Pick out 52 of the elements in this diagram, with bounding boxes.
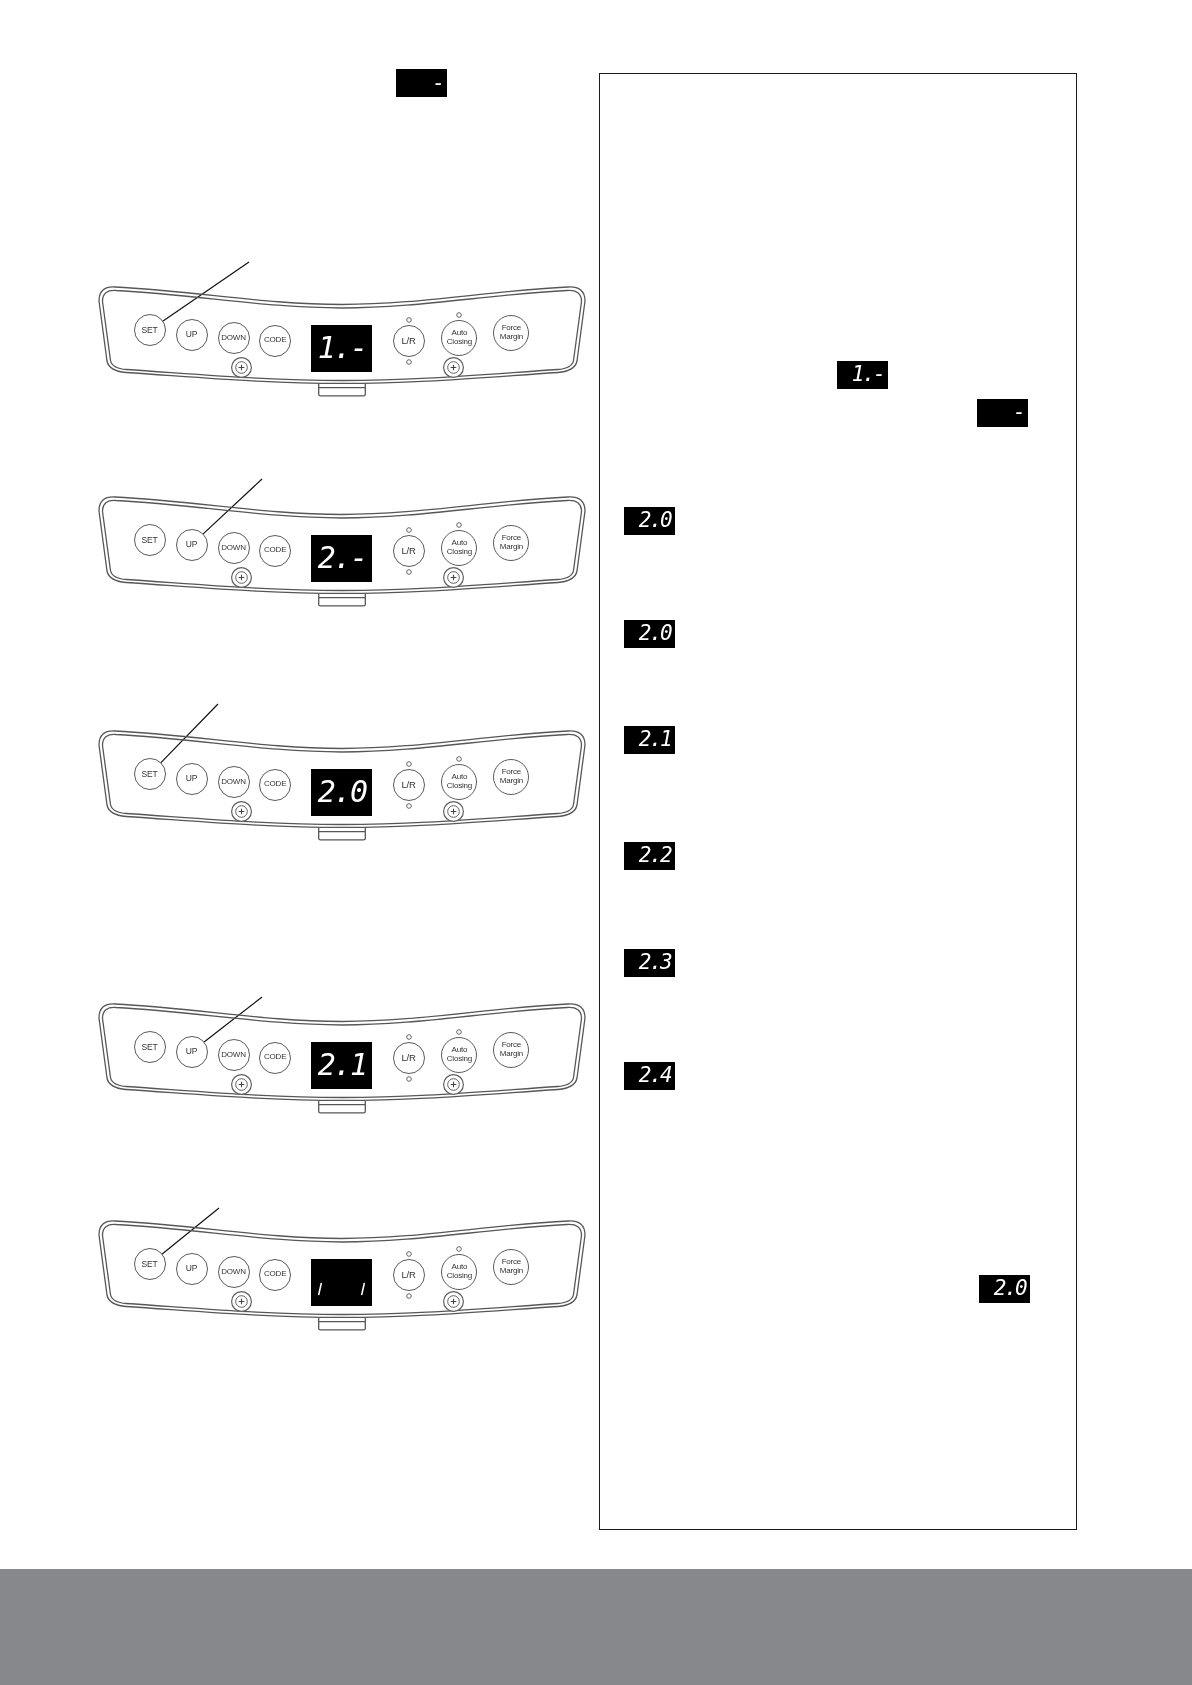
led-display: 2.3 xyxy=(623,948,675,977)
panel-button: Auto Closing xyxy=(441,1253,478,1290)
led-display: 2.0 xyxy=(623,506,675,535)
panel-button: L/R xyxy=(392,324,425,357)
panel-button: SET xyxy=(133,1031,166,1064)
led-display: 1.- xyxy=(836,360,888,389)
panel-button: UP xyxy=(175,1252,208,1285)
panel-button: L/R xyxy=(392,1258,425,1291)
led-display xyxy=(311,1258,373,1306)
panel-button: SET xyxy=(133,758,166,791)
panel-button: CODE xyxy=(259,324,292,357)
panel-button: L/R xyxy=(392,1041,425,1074)
panel-button: UP xyxy=(175,1035,208,1068)
panel-button: Force Margin xyxy=(493,314,530,351)
panel-button: CODE xyxy=(259,534,292,567)
led-display: 2.1 xyxy=(311,1041,373,1089)
led-display: 2.- xyxy=(311,534,373,582)
panel-button: CODE xyxy=(259,1041,292,1074)
panel-button: UP xyxy=(175,528,208,561)
panel-button: L/R xyxy=(392,534,425,567)
panel-button: SET xyxy=(133,314,166,347)
panel-button: Force Margin xyxy=(493,758,530,795)
panel-button: UP xyxy=(175,318,208,351)
panel-button: L/R xyxy=(392,768,425,801)
led-display: 2.0 xyxy=(623,619,675,648)
panel-button: DOWN xyxy=(217,766,250,799)
led-display: - xyxy=(396,69,447,97)
led-display: - xyxy=(976,398,1028,427)
panel-button: Auto Closing xyxy=(441,1036,478,1073)
panel-button: CODE xyxy=(259,768,292,801)
panel-button: DOWN xyxy=(217,1256,250,1289)
panel-button: Auto Closing xyxy=(441,319,478,356)
led-display: 1.- xyxy=(311,324,373,372)
panel-button: Auto Closing xyxy=(441,763,478,800)
panel-button: Force Margin xyxy=(493,524,530,561)
panel-button: DOWN xyxy=(217,1039,250,1072)
panel-button: Force Margin xyxy=(493,1031,530,1068)
panel-button: DOWN xyxy=(217,532,250,565)
led-display: 2.2 xyxy=(623,841,675,870)
led-display: 2.1 xyxy=(623,725,675,754)
panel-button: DOWN xyxy=(217,322,250,355)
panel-button: SET xyxy=(133,524,166,557)
panel-button: Force Margin xyxy=(493,1248,530,1285)
led-display: 2.0 xyxy=(978,1274,1030,1303)
panel-button: UP xyxy=(175,762,208,795)
panel-button: SET xyxy=(133,1248,166,1281)
leader-line xyxy=(160,703,219,764)
led-display: 2.4 xyxy=(623,1061,675,1090)
panel-button: CODE xyxy=(259,1258,292,1291)
content-frame xyxy=(599,73,1077,1530)
panel-button: Auto Closing xyxy=(441,529,478,566)
led-display: 2.0 xyxy=(311,768,373,816)
